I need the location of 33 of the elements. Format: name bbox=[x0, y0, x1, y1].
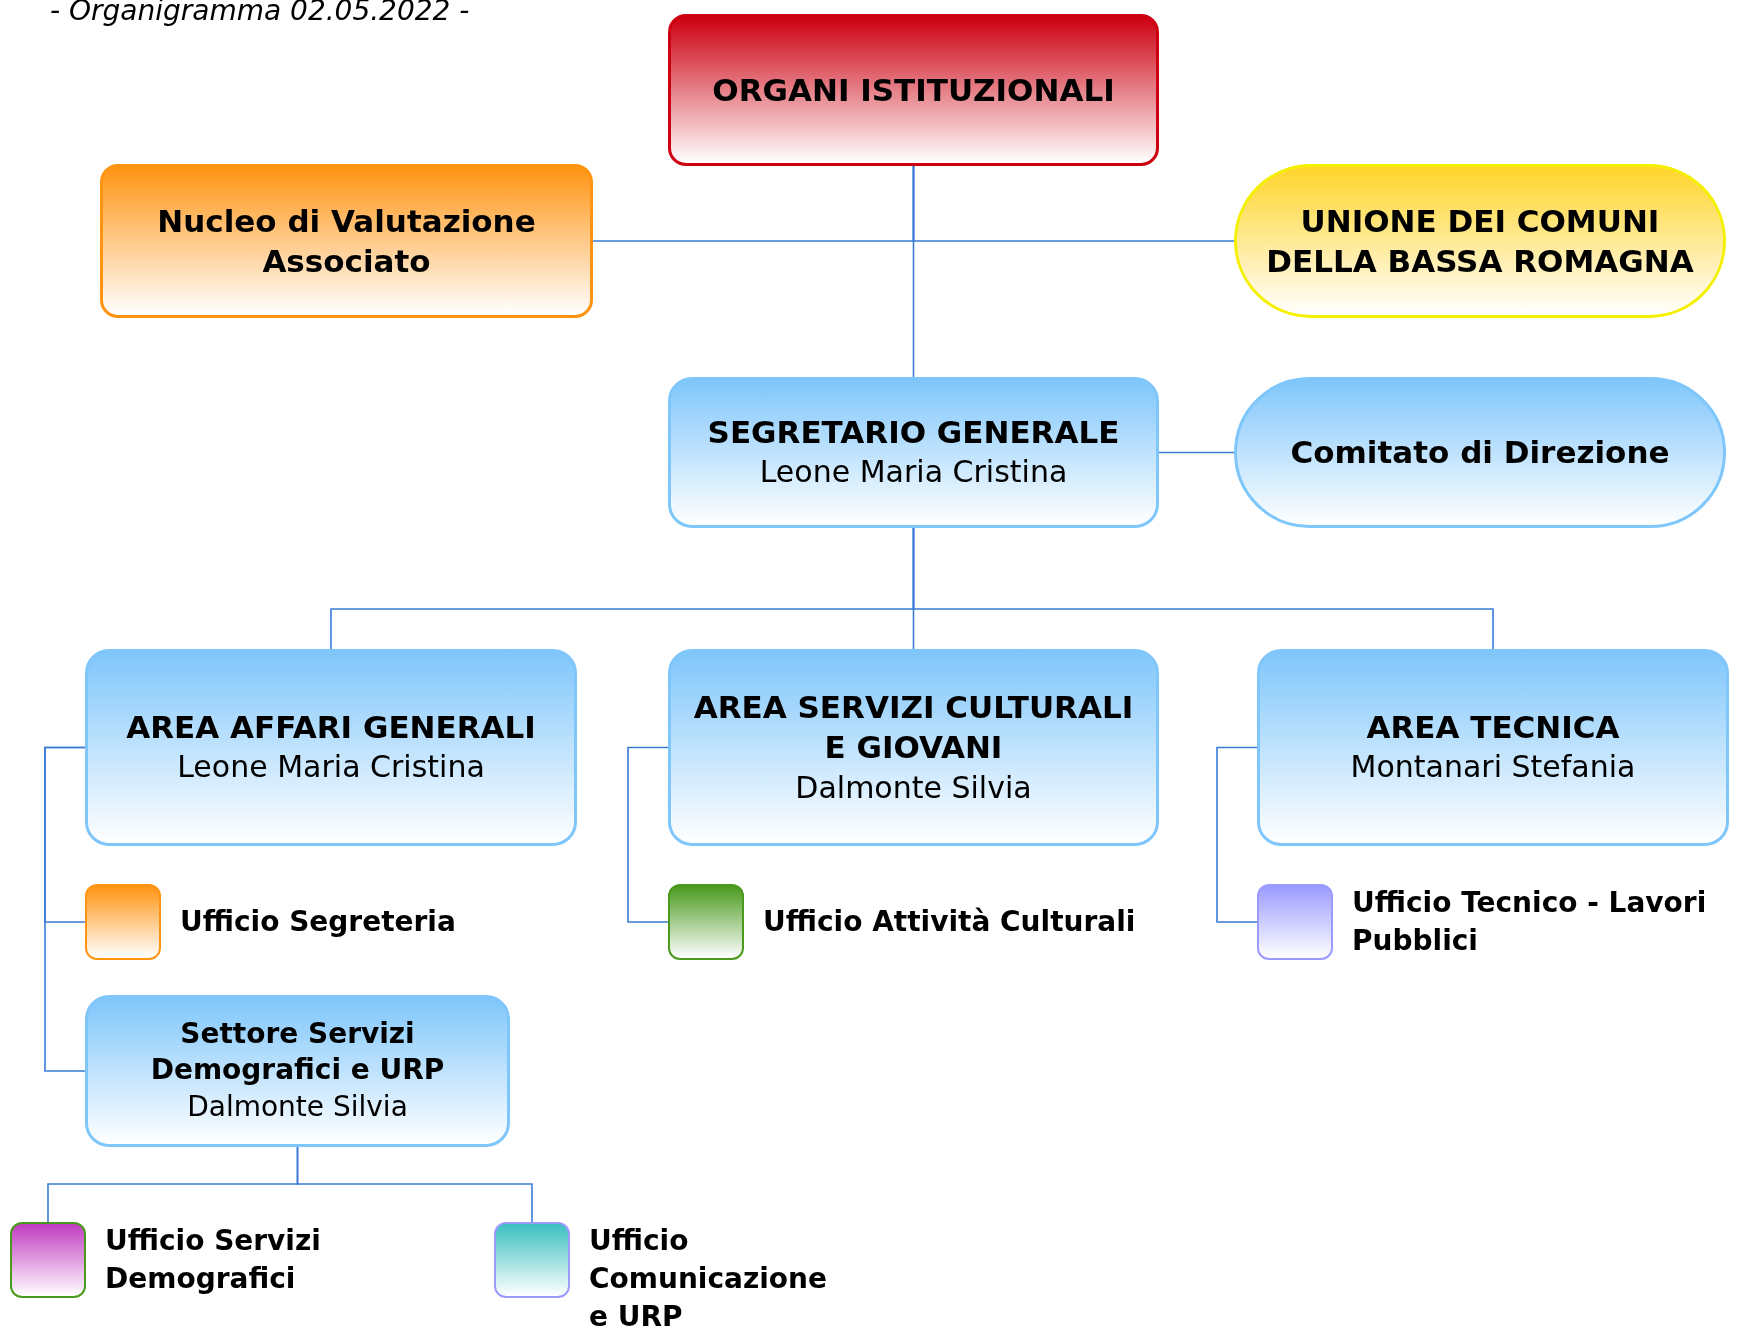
unit-name: AREA TECNICA bbox=[1366, 708, 1620, 748]
connector-line bbox=[296, 1146, 533, 1223]
connector-line bbox=[44, 746, 86, 1072]
org-unit-box bbox=[1257, 649, 1729, 846]
connector-line bbox=[627, 746, 669, 923]
connector-line bbox=[1158, 451, 1235, 454]
connector-line bbox=[912, 165, 915, 378]
office-name: Ufficio Comunicazione e URP bbox=[589, 1223, 828, 1335]
manager-name: Montanari Stefania bbox=[1350, 748, 1636, 787]
unit-name: Settore Servizi Demografici e URP bbox=[149, 1015, 446, 1089]
office-name: Ufficio Segreteria bbox=[180, 904, 457, 940]
unit-name: AREA AFFARI GENERALI bbox=[126, 708, 536, 748]
office-name: Ufficio Tecnico - Lavori Pubblici bbox=[1352, 885, 1708, 959]
manager-name: Leone Maria Cristina bbox=[177, 748, 485, 787]
org-unit-box bbox=[668, 649, 1159, 846]
org-unit-box bbox=[100, 164, 593, 318]
org-unit-box bbox=[85, 995, 510, 1147]
unit-name: Nucleo di Valutazione Associato bbox=[156, 201, 537, 281]
org-unit-box bbox=[668, 377, 1159, 528]
unit-name: Comitato di Direzione bbox=[1290, 433, 1670, 473]
unit-name: UNIONE DEI COMUNI DELLA BASSA ROMAGNA bbox=[1265, 201, 1695, 281]
connector-line bbox=[912, 527, 1494, 650]
office-name: Ufficio Attività Culturali bbox=[763, 904, 1137, 940]
org-unit-box bbox=[85, 649, 577, 846]
unit-name: SEGRETARIO GENERALE bbox=[707, 413, 1120, 453]
manager-name: Dalmonte Silvia bbox=[795, 768, 1032, 807]
org-unit-box bbox=[668, 14, 1159, 166]
manager-name: Dalmonte Silvia bbox=[187, 1089, 408, 1126]
unit-name: AREA SERVIZI CULTURALI E GIOVANI bbox=[692, 687, 1135, 768]
office-name: Ufficio Servizi Demografici bbox=[105, 1223, 322, 1297]
unit-name: ORGANI ISTITUZIONALI bbox=[712, 70, 1115, 110]
manager-name: Leone Maria Cristina bbox=[759, 453, 1068, 492]
connector-line bbox=[1216, 746, 1258, 923]
